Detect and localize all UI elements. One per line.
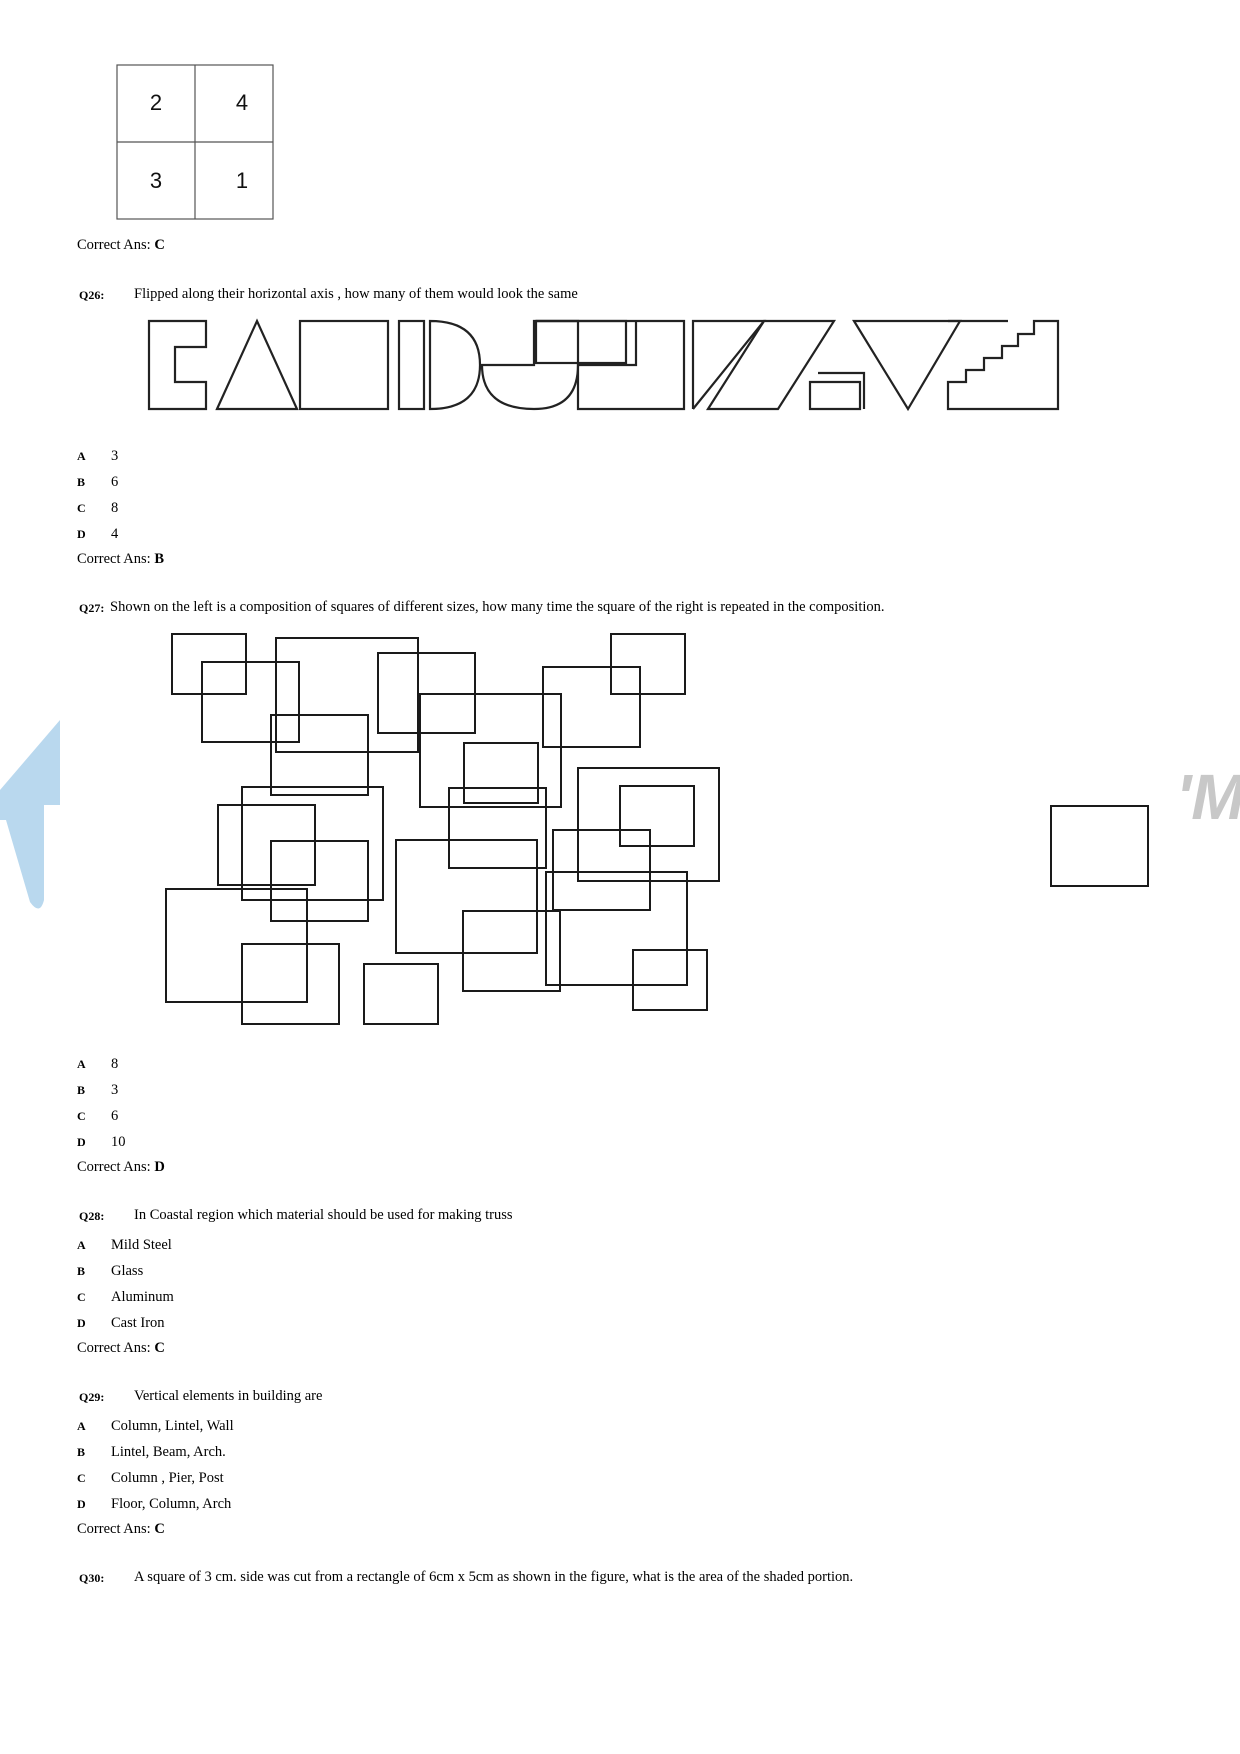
q28-number: Q28: <box>79 1209 105 1223</box>
watermark-arrow <box>0 720 60 909</box>
q27-text: Shown on the left is a composition of sq… <box>110 599 885 615</box>
q29-text: Vertical elements in building are <box>134 1388 323 1404</box>
q28-text: In Coastal region which material should … <box>134 1207 513 1223</box>
q29-correct-answer: Correct Ans: C <box>77 1521 165 1537</box>
q28-correct-answer: Correct Ans: C <box>77 1340 165 1356</box>
q27-number: Q27: <box>79 601 105 615</box>
watermark-text: 'M <box>1176 761 1240 833</box>
q26-correct-answer: Correct Ans: B <box>77 551 164 567</box>
grid-cell-3: 3 <box>150 168 162 193</box>
grid-cell-2: 4 <box>236 90 248 115</box>
q26-text: Flipped along their horizontal axis , ho… <box>134 286 578 302</box>
number-grid-figure: 2 4 3 1 <box>116 64 274 220</box>
grid-cell-4: 1 <box>236 168 248 193</box>
q27-correct-answer: Correct Ans: D <box>77 1159 165 1175</box>
q30-text: A square of 3 cm. side was cut from a re… <box>134 1569 854 1585</box>
q30-number: Q30: <box>79 1571 105 1585</box>
q26-shapes-figure <box>147 318 1060 412</box>
q26-number: Q26: <box>79 288 105 302</box>
q29-number: Q29: <box>79 1390 105 1404</box>
grid-cell-1: 2 <box>150 90 162 115</box>
q25-correct-answer: Correct Ans: C <box>77 237 165 253</box>
